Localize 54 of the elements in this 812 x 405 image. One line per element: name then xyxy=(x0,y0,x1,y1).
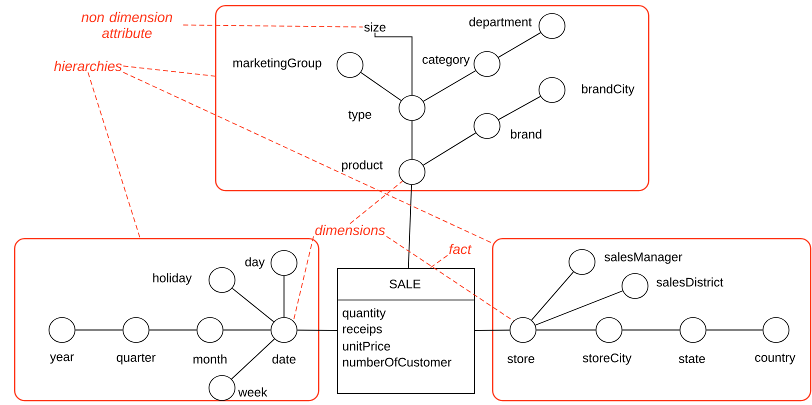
leader-line xyxy=(430,254,448,268)
measure-name: numberOfCustomer xyxy=(343,357,452,367)
connector-line xyxy=(498,96,541,120)
attribute-label: marketingGroup xyxy=(233,58,322,70)
attribute-label: year xyxy=(50,354,74,364)
connector-line xyxy=(296,330,338,331)
connector-line xyxy=(531,271,574,321)
annotation: dimensions xyxy=(315,224,385,236)
connector-line xyxy=(423,70,476,102)
attribute-label: month xyxy=(194,354,226,364)
leader-line xyxy=(350,180,403,224)
fact-name: SALE xyxy=(390,280,420,288)
attribute-label: country xyxy=(755,354,796,364)
leader-line xyxy=(386,236,514,322)
leader-line xyxy=(88,72,140,238)
connector-line xyxy=(474,330,510,331)
attribute-label: size xyxy=(364,22,386,32)
attribute-label: storeCity xyxy=(582,353,632,365)
attribute-label: product xyxy=(342,160,383,172)
leader-line xyxy=(293,236,314,322)
attribute-label: department xyxy=(469,17,532,29)
attribute-label: brand xyxy=(511,129,542,139)
leader-line xyxy=(122,72,492,244)
connector-line xyxy=(534,290,624,326)
connector-line xyxy=(408,184,412,268)
connector-line xyxy=(231,338,275,380)
leader-line xyxy=(182,24,364,28)
connector-line xyxy=(360,72,402,101)
connector-line xyxy=(374,32,412,96)
attribute-label: salesManager xyxy=(604,252,682,264)
attribute-label: salesDistrict xyxy=(656,277,724,287)
hierarchy-panel xyxy=(492,238,812,402)
attribute-label: state xyxy=(678,354,705,364)
measure-name: quantity xyxy=(342,308,386,320)
attribute-label: day xyxy=(245,257,265,269)
annotation: non dimension attribute xyxy=(82,12,172,38)
annotation: hierarchies xyxy=(54,60,122,72)
attribute-label: week xyxy=(238,387,268,397)
connector-line xyxy=(498,32,541,58)
attribute-label: holiday xyxy=(153,273,192,285)
attribute-label: type xyxy=(348,110,372,122)
attribute-label: brandCity xyxy=(582,84,634,96)
attribute-label: date xyxy=(272,354,296,364)
attribute-label: store xyxy=(508,354,534,364)
annotation: fact xyxy=(449,244,472,254)
hierarchy-panel xyxy=(14,238,320,402)
measure-name: receips xyxy=(343,324,382,336)
connector-line xyxy=(422,132,476,166)
hierarchy-panel xyxy=(215,5,650,192)
attribute-label: quarter xyxy=(116,354,156,364)
leader-line xyxy=(122,66,216,77)
measure-name: unitPrice xyxy=(343,341,390,351)
attribute-label: category xyxy=(422,56,470,66)
connector-line xyxy=(232,288,274,322)
